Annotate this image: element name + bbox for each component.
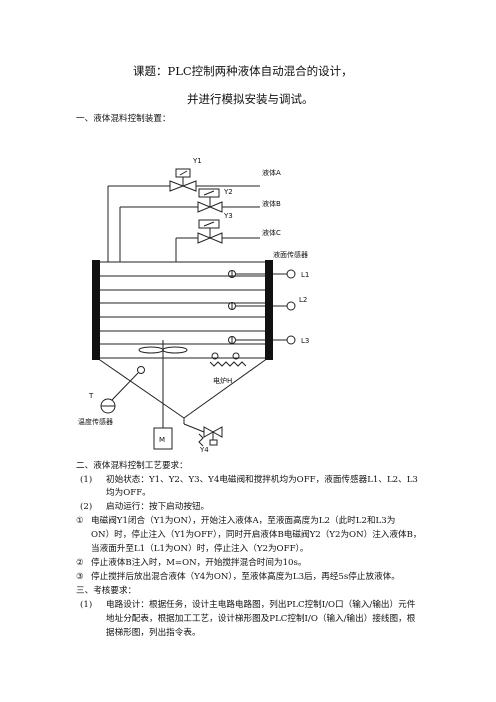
assess1-line3: 据梯形图，列出指令表。 [106,628,201,638]
req2-text: 启动运行：按下启动按钮。 [106,502,210,512]
page-title-line2: 并进行模拟安装与调试。 [187,92,314,106]
step2-mark: ② [76,558,84,568]
label-y1: Y1 [192,157,202,165]
label-y2: Y2 [223,188,233,196]
label-l2: L2 [299,296,307,304]
step3-text: 停止搅拌后放出混合液体（Y4为ON），至液体高度为L3后，再经5s停止放液体。 [91,572,400,582]
step2-text: 停止液体B注入时，M=ON，开始搅拌混合时间为10s。 [91,558,307,568]
label-temp-sensor: 温度传感器 [78,417,113,426]
assess1-line2: 地址分配表，根据加工工艺，设计梯形图及PLC控制I/O（输入/输出）接线图，根 [106,614,416,624]
section1-heading: 一、液体混料控制装置： [76,114,171,124]
req1-line1: 初始状态：Y1、Y2、Y3、Y4电磁阀和搅拌机均为OFF，液面传感器L1、L2、… [106,475,418,485]
req1-line2: 均为OFF。 [106,488,151,498]
label-liquid-c: 液体C [262,228,281,237]
assess1-number: (1) [80,600,93,610]
sensor-l1 [286,269,296,279]
label-y3: Y3 [223,212,233,220]
label-heater: 电炉H [213,376,232,385]
req2-number: (2) [80,502,93,512]
label-y4: Y4 [199,446,209,454]
section3-heading: 三、考核要求： [76,586,137,596]
label-liquid-a: 液体A [262,168,281,177]
page-title-line1: 课题：PLC控制两种液体自动混合的设计， [133,64,353,78]
step3-mark: ③ [76,572,84,582]
assess1-line1: 电路设计：根据任务，设计主电路电路图，列出PLC控制I/O口（输入/输出）元件 [106,600,416,610]
label-temp-t: T [88,392,94,400]
label-liquid-b: 液体B [262,199,281,208]
step1-line1: 电磁阀Y1闭合（Y1为ON），开始注入液体A，至液面高度为L2（此时L2和L3为 [91,516,396,526]
req1-number: (1) [80,475,93,485]
step1-line2: ON）时，停止注入（Y1为OFF），同时开启液体B电磁阀Y2（Y2为ON）注入液… [91,530,422,540]
label-l1: L1 [301,271,309,279]
sensor-l2 [286,301,296,311]
step1-mark: ① [76,516,84,526]
step1-line3: 当液面升至L1（L1为ON）时，停止注入（Y2为OFF）。 [91,544,309,554]
label-l3: L3 [301,337,309,345]
sensor-l3 [286,335,296,345]
label-motor: M [159,436,165,444]
motor-box [153,427,173,450]
valve-y3 [197,219,223,244]
valve-y2 [197,188,223,213]
label-level-sensor: 液面传感器 [273,250,308,259]
section2-heading: 二、液体混料控制工艺要求： [76,461,188,471]
heater-h [209,361,247,367]
valve-y4 [203,426,215,438]
valve-y1 [169,168,197,192]
